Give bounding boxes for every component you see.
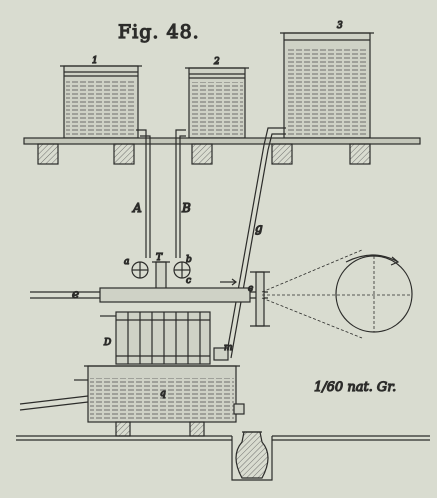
- tank-3: [280, 32, 374, 139]
- tank-3-number: 3: [337, 21, 343, 31]
- pipe-g-label: g: [255, 221, 263, 235]
- pipe-g: [225, 127, 286, 359]
- main-pipe: [30, 278, 268, 303]
- tank-2-number: 2: [213, 57, 220, 67]
- valve-a-label: a: [124, 257, 129, 267]
- pipe-a-label: A: [132, 201, 142, 215]
- tank-1-number: 1: [92, 56, 98, 66]
- figure-title: Fig. 48.: [118, 21, 200, 43]
- e-label-right: e: [248, 284, 253, 294]
- pulley-wheel: [335, 254, 413, 333]
- d-label: D: [103, 338, 111, 348]
- jug: [235, 431, 269, 479]
- m-label: m: [224, 343, 233, 353]
- c-label: c: [186, 276, 191, 286]
- tank-2: [185, 67, 249, 139]
- t-column: [152, 261, 170, 291]
- valve-b: [173, 261, 191, 279]
- shelf: [23, 137, 421, 165]
- scale-note: 1/60 nat. Gr.: [314, 380, 396, 395]
- crank-bracket: [250, 271, 270, 327]
- filter-box: [100, 311, 211, 365]
- tank-supports: [115, 421, 205, 437]
- valve-b-label: b: [186, 255, 192, 265]
- e-label-left: e: [72, 287, 79, 301]
- valve-m: [213, 347, 229, 361]
- valve-a: [131, 261, 149, 279]
- t-label: T: [156, 253, 163, 263]
- pipe-a: [136, 129, 151, 258]
- floor: [16, 435, 430, 481]
- q-label: q: [160, 389, 166, 399]
- pipe-b-label: B: [181, 201, 191, 215]
- lower-tank: [19, 365, 245, 423]
- pipe-b: [175, 129, 186, 258]
- tank-1: [60, 65, 142, 139]
- belt-lines: [261, 249, 412, 339]
